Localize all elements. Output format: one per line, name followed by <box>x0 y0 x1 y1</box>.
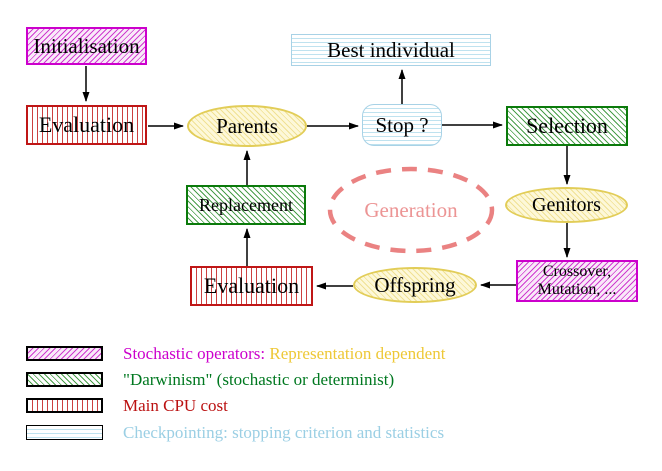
node-generation-label: Generation <box>364 197 458 222</box>
legend-swatch-darwinism <box>26 372 103 387</box>
legend-row-cpu-cost: Main CPU cost <box>26 395 228 415</box>
legend-label-representation: Representation dependent <box>269 343 446 363</box>
legend-row-stochastic: Stochastic operators: Representation dep… <box>26 343 446 363</box>
legend-swatch-checkpointing <box>26 425 103 440</box>
node-genitors: Genitors <box>505 187 628 223</box>
node-evaluation-top: Evaluation <box>26 105 147 145</box>
node-initialisation-label: Initialisation <box>33 33 140 58</box>
legend-label-cpu-cost: Main CPU cost <box>123 395 228 415</box>
node-evaluation-bottom: Evaluation <box>190 266 313 306</box>
node-selection-label: Selection <box>526 113 608 138</box>
legend-label-darwinism: "Darwinism" (stochastic or determinist) <box>123 369 395 389</box>
node-offspring-label: Offspring <box>374 272 456 297</box>
node-stop: Stop ? <box>362 104 442 146</box>
node-replacement-label: Replacement <box>199 194 293 215</box>
legend-row-darwinism: "Darwinism" (stochastic or determinist) <box>26 369 395 389</box>
node-evaluation-bottom-label: Evaluation <box>203 273 300 298</box>
node-crossover-mutation: Crossover, Mutation, ... <box>516 260 638 302</box>
node-initialisation: Initialisation <box>26 27 147 65</box>
node-best-individual-label: Best individual <box>327 37 455 62</box>
legend-label-checkpointing: Checkpointing: stopping criterion and st… <box>123 422 445 442</box>
legend-swatch-cpu-cost <box>26 398 103 413</box>
node-crossover-line1: Crossover, <box>542 263 612 280</box>
node-best-individual: Best individual <box>291 34 491 66</box>
node-parents: Parents <box>187 105 307 147</box>
node-genitors-label: Genitors <box>532 193 601 216</box>
legend-swatch-stochastic <box>26 346 103 361</box>
node-crossover-line2: Mutation, ... <box>537 281 617 298</box>
generation-cycle-ellipse <box>327 166 495 254</box>
node-parents-label: Parents <box>216 113 278 138</box>
node-offspring: Offspring <box>353 267 477 303</box>
node-generation: Generation <box>328 168 494 252</box>
legend-label-stochastic: Stochastic operators: <box>123 343 266 363</box>
legend-row-checkpointing: Checkpointing: stopping criterion and st… <box>26 422 445 442</box>
node-evaluation-top-label: Evaluation <box>38 112 135 137</box>
node-stop-label: Stop ? <box>375 112 429 137</box>
node-replacement: Replacement <box>186 185 306 225</box>
node-selection: Selection <box>506 106 628 146</box>
